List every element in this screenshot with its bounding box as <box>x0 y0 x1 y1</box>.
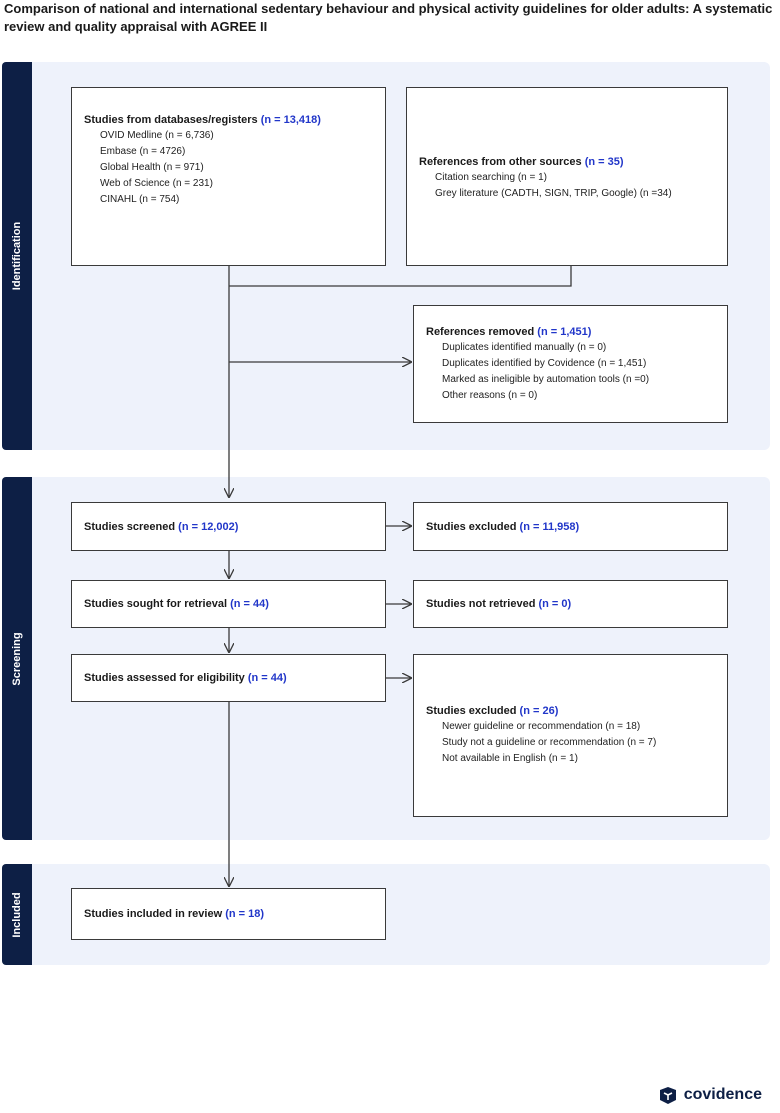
screened-box: Studies screened (n = 12,002) <box>71 502 386 551</box>
removed-item: Other reasons (n = 0) <box>442 390 538 401</box>
included-label: Included <box>2 864 32 965</box>
sought-box: Studies sought for retrieval (n = 44) <box>71 580 386 628</box>
databases-item: Embase (n = 4726) <box>100 146 186 157</box>
databases-item: CINAHL (n = 754) <box>100 194 180 205</box>
identification-label: Identification <box>2 62 32 450</box>
databases-item: OVID Medline (n = 6,736) <box>100 130 214 141</box>
included-box: Studies included in review (n = 18) <box>71 888 386 940</box>
covidence-logo-icon <box>659 1087 676 1104</box>
removed-item: Duplicates identified manually (n = 0) <box>442 342 607 353</box>
assessed-box: Studies assessed for eligibility (n = 44… <box>71 654 386 702</box>
excluded-reason-item: Not available in English (n = 1) <box>442 753 578 764</box>
covidence-brand: covidence <box>658 1085 762 1105</box>
excluded-reason-item: Newer guideline or recommendation (n = 1… <box>442 721 641 732</box>
removed-item: Duplicates identified by Covidence (n = … <box>442 358 647 369</box>
not-retrieved-box: Studies not retrieved (n = 0) <box>413 580 728 628</box>
databases-item: Web of Science (n = 231) <box>100 178 213 189</box>
other-sources-box: References from other sources (n = 35) C… <box>406 87 728 266</box>
other-sources-item: Citation searching (n = 1) <box>435 172 548 183</box>
page-title: Comparison of national and international… <box>4 1 773 34</box>
brand-name: covidence <box>683 1086 762 1103</box>
excluded-reason-item: Study not a guideline or recommendation … <box>442 737 657 748</box>
removed-box: References removed (n = 1,451) Duplicate… <box>413 305 728 423</box>
excluded-screening-box: Studies excluded (n = 11,958) <box>413 502 728 551</box>
screening-label: Screening <box>2 477 32 840</box>
excluded-eligibility-box: Studies excluded (n = 26) Newer guidelin… <box>413 654 728 817</box>
databases-item: Global Health (n = 971) <box>100 162 204 173</box>
databases-box: Studies from databases/registers (n = 13… <box>71 87 386 266</box>
removed-item: Marked as ineligible by automation tools… <box>442 374 650 385</box>
other-sources-item: Grey literature (CADTH, SIGN, TRIP, Goog… <box>435 188 672 199</box>
